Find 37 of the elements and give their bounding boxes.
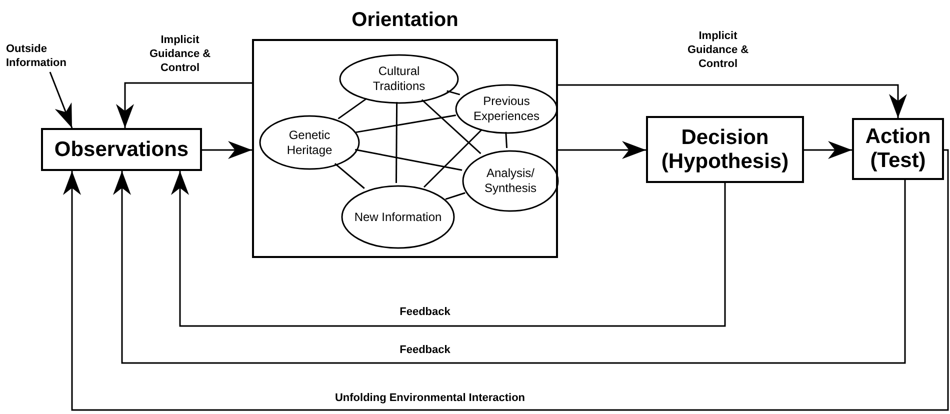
arrow	[63, 149, 949, 411]
connector-line	[421, 99, 482, 154]
process-box	[646, 116, 804, 183]
connector-line	[338, 98, 368, 120]
connector-line	[446, 90, 460, 96]
arrow	[202, 141, 252, 159]
group-heading: Orientation	[352, 8, 458, 32]
ellipse-label: Analysis/ Synthesis	[483, 166, 538, 196]
ellipse-label: Previous Experiences	[472, 94, 541, 124]
box-label: Observations	[54, 138, 189, 162]
arrow	[558, 141, 646, 159]
connector-line	[395, 102, 398, 183]
concept-ellipse	[462, 150, 559, 212]
arrow	[49, 72, 73, 128]
box-label: Action (Test)	[864, 125, 932, 173]
arrow	[558, 84, 907, 118]
connector-line	[445, 192, 466, 200]
process-box	[41, 128, 202, 171]
connector-line	[355, 148, 462, 171]
concept-ellipse	[455, 84, 558, 134]
concept-ellipse	[341, 185, 455, 249]
ellipse-label: Cultural Traditions	[372, 64, 426, 94]
box-label: Decision (Hypothesis)	[660, 126, 790, 174]
process-box	[852, 118, 944, 180]
concept-ellipse	[339, 54, 459, 104]
arrow	[113, 171, 906, 364]
annotation-label: Outside Information	[6, 42, 68, 70]
connector-line	[505, 132, 508, 148]
connector-line	[356, 114, 456, 134]
arrow	[116, 82, 252, 128]
connector-line	[423, 128, 482, 188]
concept-ellipse	[259, 115, 360, 170]
ellipse-label: Genetic Heritage	[286, 128, 334, 158]
arrow	[171, 171, 726, 327]
connector-line	[334, 163, 365, 189]
arrow	[804, 141, 852, 159]
ellipse-label: New Information	[353, 210, 443, 224]
